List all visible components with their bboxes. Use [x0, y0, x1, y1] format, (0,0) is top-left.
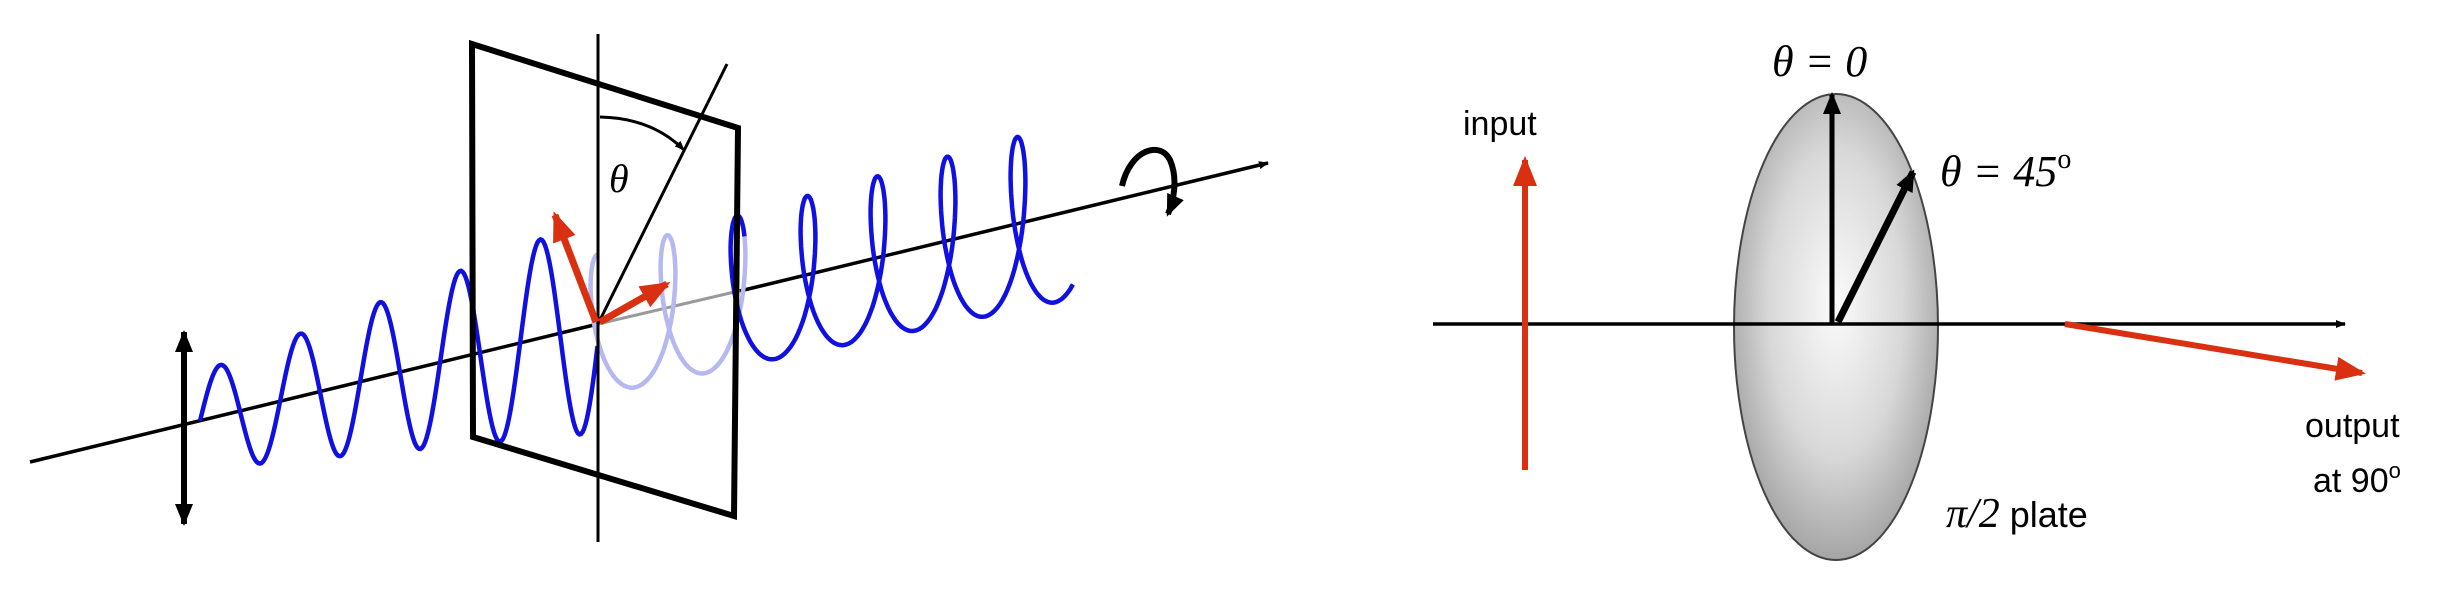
theta-angle-label: θ [609, 156, 629, 201]
plate-label: π/2 plate [1946, 491, 2088, 537]
left-panel: θ [29, 34, 1269, 542]
theta-45-label: θ = 45o [1940, 144, 2071, 196]
half-wave-plate-disc [1733, 93, 1939, 561]
theta-45-arrow [1834, 169, 1917, 324]
theta-zero-label: θ = 0 [1772, 37, 1867, 86]
theta-45-superscript: o [2057, 144, 2071, 175]
output-polarization-arrow [2064, 321, 2366, 381]
plate-label-text: plate [2000, 494, 2088, 535]
output-label-line1: output [2305, 407, 2400, 445]
plate-label-symbol: π/2 [1946, 491, 2000, 537]
circular-wave-faded [588, 233, 748, 390]
linear-wave [197, 236, 600, 466]
output-angle-superscript: o [2389, 458, 2401, 483]
input-label: input [1463, 105, 1537, 143]
field-component-arrow-left [551, 211, 600, 324]
output-angle-prefix: at 90 [2313, 462, 2389, 500]
circular-wave [728, 134, 1075, 362]
propagation-axis-front [739, 161, 1269, 293]
right-panel: input θ = 0 θ = 45o output at 90o π/2 pl… [1433, 37, 2401, 561]
wave-plate [468, 39, 742, 521]
field-component-arrow-right [598, 280, 671, 326]
theta-45-text: θ = 45 [1940, 147, 2057, 196]
theta-arc [599, 115, 686, 152]
propagation-axis-back [29, 322, 599, 464]
circular-polarization-rotation-arrow [1119, 146, 1184, 217]
fast-axis-line [596, 63, 729, 325]
output-label-line2: at 90o [2313, 458, 2401, 500]
